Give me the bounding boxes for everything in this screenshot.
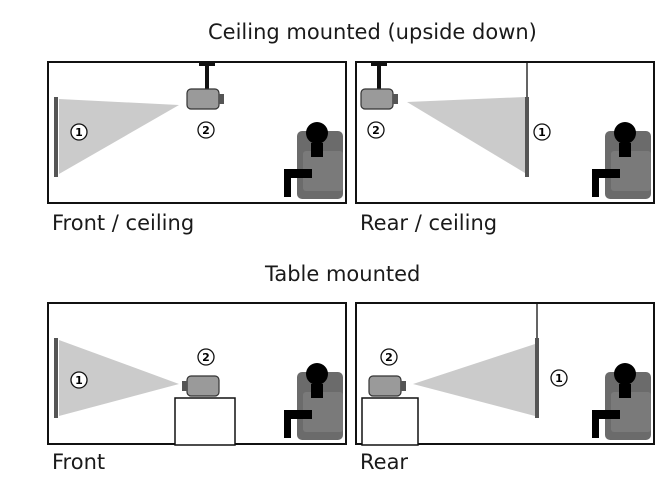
projector-lens [182,381,187,391]
screen-label-marker [533,123,551,141]
screen [54,338,58,418]
screen-label: 1 [75,374,83,387]
projector [186,88,220,110]
ceiling-mount-pole [205,65,209,89]
table [361,397,419,446]
rear-ceiling-diagram: 2 1 [360,63,651,199]
rear-ceiling-caption: Rear / ceiling [360,211,498,235]
projector-label-marker [197,121,215,139]
screen-label: 1 [75,126,83,139]
projector-label: 2 [202,124,210,137]
projection-beam [407,97,525,173]
screen-label: 1 [538,126,546,139]
screen [535,338,539,418]
screen [54,97,58,177]
viewer [592,363,651,440]
ceiling-mount-plate [371,63,387,66]
rear-table-panel: 2 1 [355,302,655,446]
projector [368,375,402,397]
projector-lens [219,94,224,104]
ceiling-mount-pole [377,65,381,89]
projector-lens [401,381,406,391]
ceiling-mounted-heading: Ceiling mounted (upside down) [208,20,537,44]
screen [525,97,529,177]
viewer [284,363,343,440]
projection-beam [413,344,535,416]
viewer [284,122,343,199]
table-mounted-heading: Table mounted [265,262,421,286]
rear-ceiling-panel: 2 1 [355,61,655,204]
projector-lens [393,94,398,104]
projector [360,88,394,110]
screen-label-marker [70,123,88,141]
ceiling-mount-plate [199,63,215,66]
front-ceiling-diagram: 1 2 [54,63,343,199]
front-ceiling-panel: 1 2 [47,61,347,204]
projection-beam [59,99,179,174]
front-table-diagram: 1 2 [54,338,343,446]
front-ceiling-caption: Front / ceiling [52,211,195,235]
projector-label-marker [380,348,398,366]
front-table-caption: Front [52,450,106,474]
projector-label-marker [367,121,385,139]
projection-beam [59,340,179,416]
projector-label: 2 [372,124,380,137]
rear-table-diagram: 2 1 [361,304,651,446]
table [174,397,236,446]
front-table-panel: 1 2 [47,302,347,446]
projector [186,375,220,397]
screen-label-marker [70,371,88,389]
projector-label: 2 [385,351,393,364]
projector-label-marker [197,348,215,366]
screen-label-marker [550,369,568,387]
screen-label: 1 [555,372,563,385]
projector-label: 2 [202,351,210,364]
rear-table-caption: Rear [360,450,409,474]
viewer [592,122,651,199]
